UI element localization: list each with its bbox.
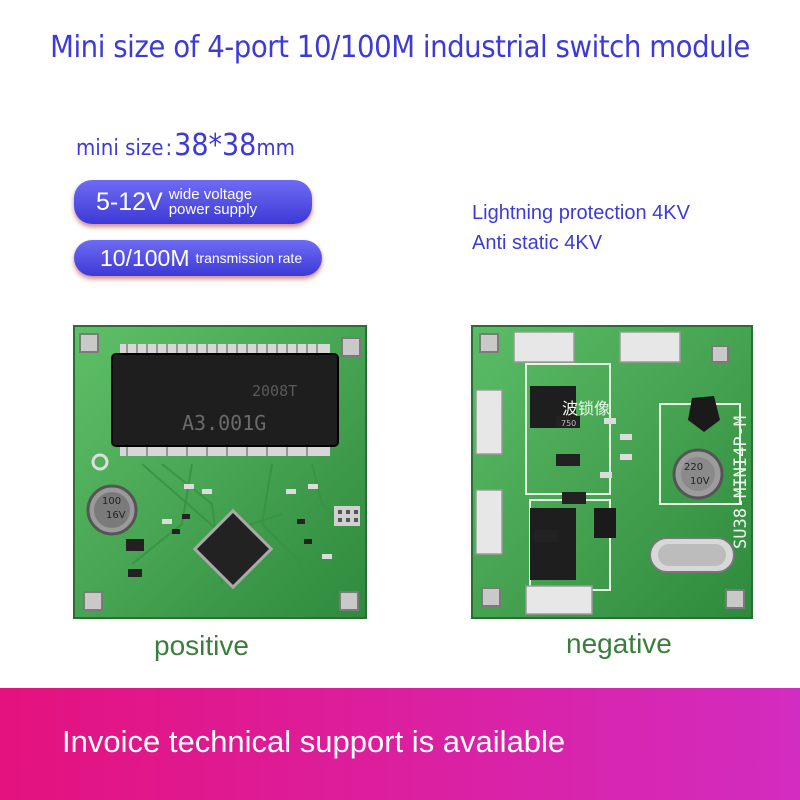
board-silkscreen-chinese: 波锁像 xyxy=(562,399,610,418)
controller-chip xyxy=(192,508,274,590)
mini-size-text: mini size xyxy=(76,136,164,161)
chip-marking-line1: 2008T xyxy=(252,382,297,400)
voltage-line2: power supply xyxy=(168,201,258,218)
board-silkscreen-model: SU38-MINI4P-M xyxy=(731,416,751,549)
rate-value: 10/100M xyxy=(100,244,190,271)
electrolytic-capacitor: 100 16V xyxy=(86,484,138,536)
voltage-description: wide voltage power supply xyxy=(169,187,257,217)
support-banner: Invoice technical support is available xyxy=(0,688,800,800)
switch-chip xyxy=(111,353,339,447)
mini-size-unit: mm xyxy=(256,136,295,161)
rate-label: transmission rate xyxy=(195,249,303,266)
capacitor-back-value: 220 xyxy=(684,462,703,473)
voltage-badge: 5-12V wide voltage power supply xyxy=(74,180,312,224)
capacitor-back-voltage: 10V xyxy=(690,476,710,487)
rate-badge: 10/100M transmission rate xyxy=(74,240,322,276)
caption-negative: negative xyxy=(566,628,672,659)
resistor-label: 750 xyxy=(561,419,576,428)
electrolytic-capacitor-back: 220 10V xyxy=(672,448,724,500)
pcb-front-image: 2008T A3.001G 100 16V xyxy=(73,325,367,619)
capacitor-voltage: 16V xyxy=(106,510,126,521)
page-title: Mini size of 4-port 10/100M industrial s… xyxy=(50,30,750,65)
pcb-back-image: 750 220 10V 波锁像 SU38-MINI4P-M xyxy=(471,325,753,619)
mini-size-value: 38*38 xyxy=(174,128,257,163)
pin-header xyxy=(334,506,360,526)
chip-marking-line2: A3.001G xyxy=(182,411,266,435)
capacitor-value: 100 xyxy=(102,496,121,507)
resistors: 750 xyxy=(534,416,586,542)
caption-positive: positive xyxy=(154,630,249,661)
mini-size-label: mini size:38*38mm xyxy=(76,128,295,163)
port-connectors xyxy=(475,331,681,615)
protection-line2: Anti static 4KV xyxy=(472,232,603,254)
voltage-line1: wide voltage xyxy=(168,186,253,203)
support-banner-text: Invoice technical support is available xyxy=(62,724,566,759)
mini-size-colon: : xyxy=(165,136,173,161)
protection-text: Lightning protection 4KV Anti static 4KV xyxy=(472,198,690,258)
voltage-value: 5-12V xyxy=(96,187,163,216)
protection-line1: Lightning protection 4KV xyxy=(472,202,690,224)
